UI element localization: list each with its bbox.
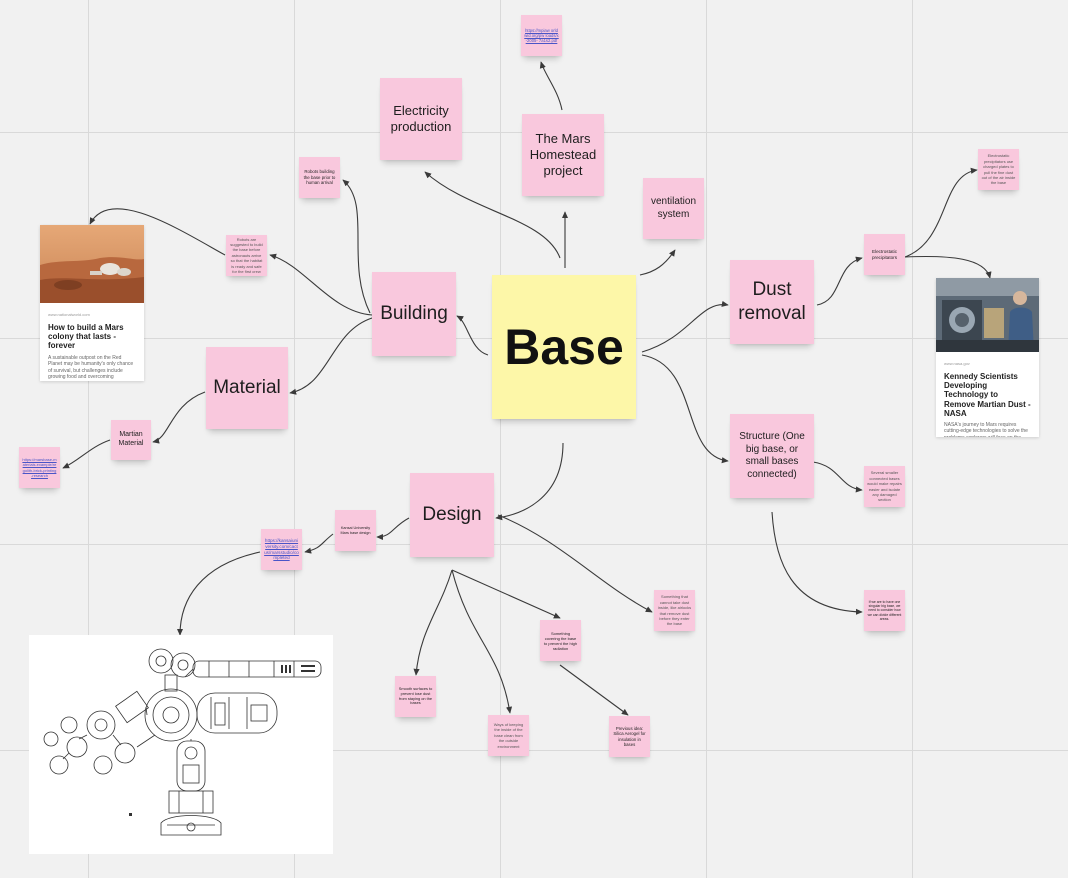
connector-structure-detail bbox=[812, 461, 863, 493]
connector-dust-electrostatic bbox=[816, 256, 863, 306]
connector-design-kansai bbox=[376, 517, 410, 541]
card-description: A sustainable outpost on the Red Planet … bbox=[48, 354, 134, 381]
note-structure[interactable]: Structure (One big base, or small bases … bbox=[730, 414, 814, 498]
card-title: How to build a Mars colony that lasts - … bbox=[48, 323, 124, 351]
note-robots[interactable]: Robots building the base prior to human … bbox=[299, 157, 340, 198]
mars-landscape-image bbox=[40, 225, 144, 303]
floor-plan-drawing bbox=[43, 648, 322, 836]
note-building[interactable]: Building bbox=[372, 272, 456, 356]
connector-design-lowerdetail bbox=[451, 569, 513, 714]
connector-design-designdetail bbox=[497, 514, 653, 613]
connector-robotsdetail-card bbox=[89, 208, 226, 256]
note-covering[interactable]: Something covering the base to prevent t… bbox=[540, 620, 581, 661]
note-martian-material[interactable]: Martian Material bbox=[111, 420, 151, 460]
lab-photo-image bbox=[936, 278, 1039, 352]
connector-covering-aerogel bbox=[559, 664, 629, 716]
link-card-nasa[interactable]: www.nasa.gov Kennedy Scientists Developi… bbox=[936, 278, 1039, 437]
note-smooth-surface[interactable]: Smooth surfaces to prevent lose dust fro… bbox=[395, 676, 436, 717]
connector-martian-link bbox=[62, 439, 111, 469]
connector-base-building bbox=[456, 315, 489, 356]
note-kansai-design[interactable]: Kansai University Mars base design bbox=[335, 510, 376, 551]
connector-building-robotsdetail bbox=[269, 253, 373, 316]
central-note-base[interactable]: Base bbox=[492, 275, 636, 419]
connector-base-ventilation bbox=[639, 249, 676, 276]
note-dust-removal[interactable]: Dust removal bbox=[730, 260, 814, 344]
connector-base-structure bbox=[641, 354, 729, 464]
connector-base-design bbox=[495, 442, 564, 521]
note-homestead-link[interactable]: https://mpiaw orldwid.org/pw loads/x-200… bbox=[521, 15, 562, 56]
connector-homestead-link bbox=[539, 61, 563, 111]
note-design[interactable]: Design bbox=[410, 473, 494, 557]
connector-structure-bigbase bbox=[771, 511, 863, 615]
note-material[interactable]: Material bbox=[206, 347, 288, 429]
connector-base-dust bbox=[641, 300, 729, 353]
connector-electrostatic-card bbox=[904, 255, 992, 279]
note-electrostatic-detail[interactable]: Electrostatic precipitators use charged … bbox=[978, 149, 1019, 190]
connector-kansai-link bbox=[304, 533, 334, 554]
note-lower-detail[interactable]: Ways of keeping the inside of the base c… bbox=[488, 715, 529, 756]
note-single-big-base[interactable]: If we are to have one singular big base,… bbox=[864, 590, 905, 631]
note-ventilation[interactable]: ventilation system bbox=[643, 178, 704, 239]
note-aerogel[interactable]: Previous idea: Silica Aerogel for insula… bbox=[609, 716, 650, 757]
note-kansai-link[interactable]: https://kansaiuniversity.com/cactus/mars… bbox=[261, 529, 302, 570]
note-robots-detail[interactable]: Robots are suggested to build the base b… bbox=[226, 235, 267, 276]
connector-building-robots bbox=[342, 179, 371, 314]
card-source: www.nationalworld.com bbox=[48, 312, 90, 317]
note-structure-detail[interactable]: Several smaller connected bases would ma… bbox=[864, 466, 905, 507]
note-electrostatic[interactable]: Electrostatic precipitators bbox=[864, 234, 905, 275]
link-card-mars-colony[interactable]: www.nationalworld.com How to build a Mar… bbox=[40, 225, 144, 381]
connector-material-martian bbox=[152, 391, 206, 444]
card-source: www.nasa.gov bbox=[944, 361, 970, 366]
connector-building-material bbox=[289, 317, 373, 395]
connector-electrostatic-detail bbox=[904, 167, 978, 258]
card-title: Kennedy Scientists Developing Technology… bbox=[944, 372, 1031, 418]
note-homestead[interactable]: The Mars Homestead project bbox=[522, 114, 604, 196]
connector-link-plan bbox=[176, 551, 261, 636]
connector-design-smooth bbox=[413, 569, 453, 676]
mars-base-plan-image[interactable] bbox=[29, 635, 333, 854]
connector-base-electricity bbox=[424, 171, 561, 259]
note-design-detail[interactable]: Something that cannot take dust inside, … bbox=[654, 590, 695, 631]
note-electricity[interactable]: Electricity production bbox=[380, 78, 462, 160]
note-material-link[interactable]: https://marsbase-materials.example/regol… bbox=[19, 447, 60, 488]
connector-design-covering bbox=[451, 569, 561, 619]
central-note-label: Base bbox=[504, 318, 624, 375]
card-description: NASA's journey to Mars requires cutting-… bbox=[944, 421, 1028, 437]
